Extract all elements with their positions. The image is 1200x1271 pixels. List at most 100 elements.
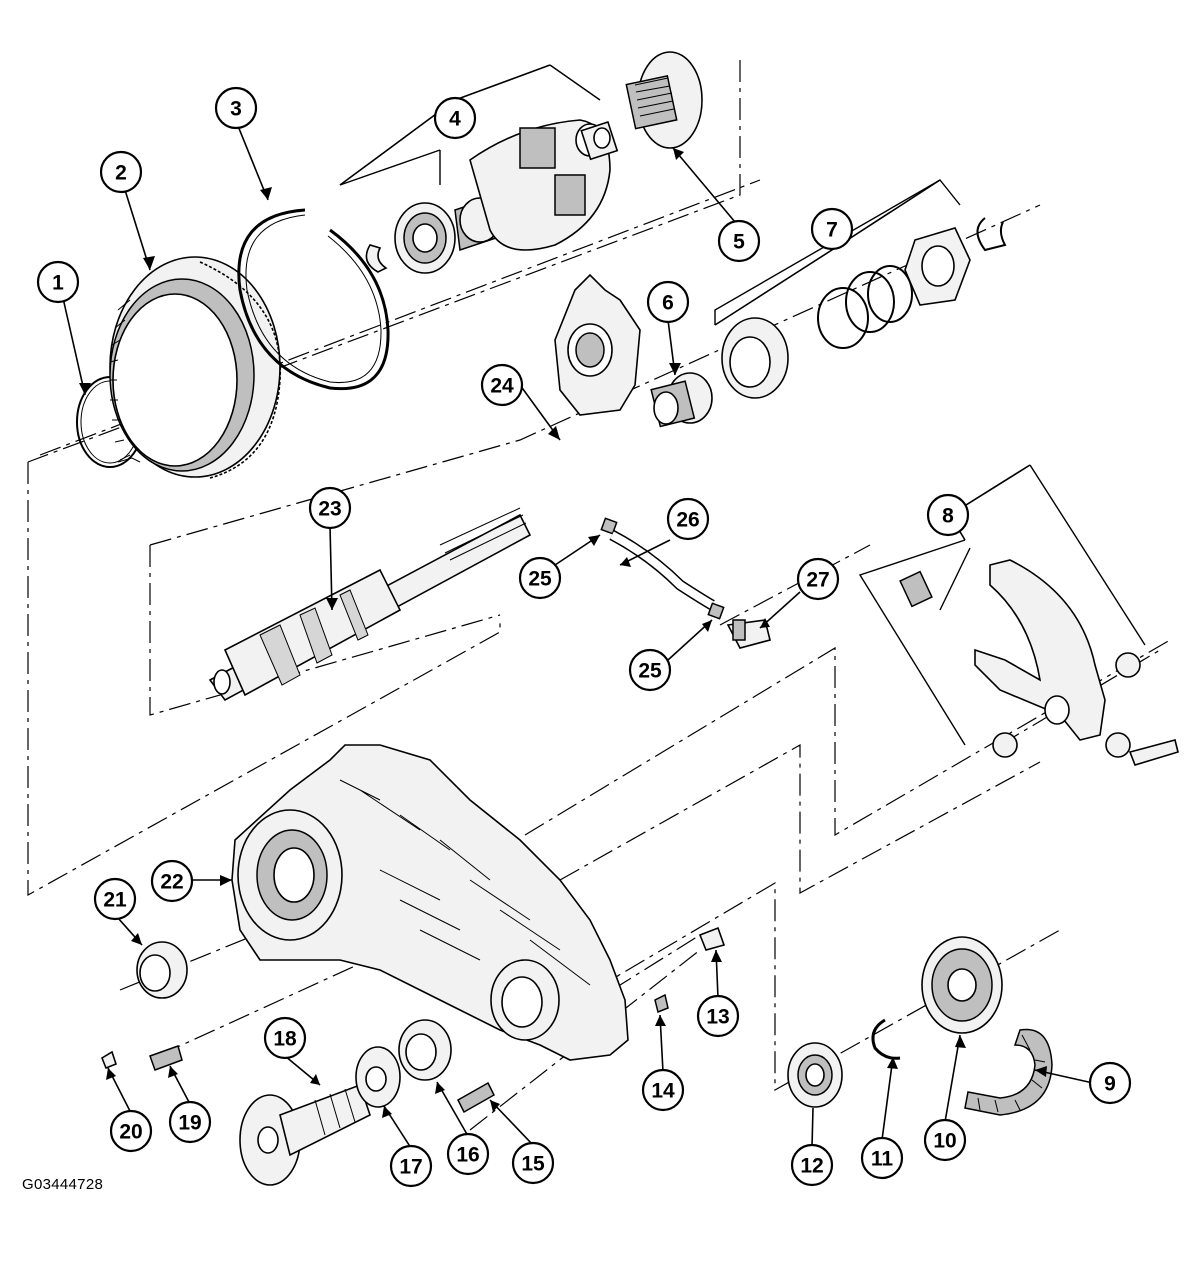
callout-circle: [214, 86, 258, 130]
callout-circle: [511, 1141, 555, 1185]
callout-15: 15: [511, 1141, 555, 1185]
callout-circle: [926, 493, 970, 537]
callout-number: 20: [119, 1121, 142, 1144]
callout-8: 8: [926, 493, 970, 537]
callout-number: 19: [178, 1112, 201, 1135]
callout-21: 21: [93, 877, 137, 921]
part-17-washer: [355, 1046, 401, 1108]
part-11-snap-ring: [871, 1018, 901, 1060]
callout-number: 12: [800, 1155, 823, 1178]
callout-circle: [518, 556, 562, 600]
part-10-drive-sprocket: [921, 936, 1003, 1034]
callout-1: 1: [36, 260, 80, 304]
callout-circle: [717, 219, 761, 263]
callout-4: 4: [433, 96, 477, 140]
part-12-bearing: [787, 1042, 843, 1108]
callout-18: 18: [263, 1016, 307, 1060]
callout-27: 27: [796, 557, 840, 601]
part-24-pump-housing: [554, 273, 641, 416]
callout-circle: [109, 1109, 153, 1153]
callout-circle: [790, 1143, 834, 1187]
callout-3: 3: [214, 86, 258, 130]
figure-id-label: G03444728: [22, 1176, 104, 1193]
callout-number: 5: [733, 231, 745, 254]
part-7-clutch-assembly: [721, 217, 1007, 399]
callout-11: 11: [860, 1136, 904, 1180]
callout-24: 24: [480, 363, 524, 407]
callout-circle: [796, 557, 840, 601]
callout-2: 2: [99, 150, 143, 194]
callout-number: 15: [521, 1153, 545, 1176]
part-3-large-snap-ring: [237, 208, 390, 391]
callout-number: 25: [528, 568, 552, 591]
callout-16: 16: [446, 1132, 490, 1176]
callout-number: 16: [456, 1144, 479, 1167]
part-22-transfer-case-housing: [231, 744, 629, 1061]
callout-number: 26: [676, 509, 699, 532]
callout-circle: [168, 1100, 212, 1144]
callout-number: 25: [638, 660, 662, 683]
part-2-ring-gear: [109, 256, 282, 479]
callout-number: 27: [806, 569, 829, 592]
callout-14: 14: [641, 1068, 685, 1112]
part-18-output-flange: [239, 1083, 371, 1186]
callout-20: 20: [109, 1109, 153, 1153]
callout-19: 19: [168, 1100, 212, 1144]
callout-circle: [308, 486, 352, 530]
callout-7: 7: [810, 207, 854, 251]
part-6-drive-gear: [650, 372, 713, 428]
part-21-oil-seal: [136, 941, 188, 999]
callout-13: 13: [696, 994, 740, 1038]
callout-circle: [150, 859, 194, 903]
callout-circle: [628, 648, 672, 692]
callout-number: 9: [1104, 1073, 1116, 1096]
callout-circle: [263, 1016, 307, 1060]
callout-number: 3: [230, 98, 242, 121]
callout-circle: [1088, 1061, 1132, 1105]
callout-circle: [433, 96, 477, 140]
callout-circle: [480, 363, 524, 407]
part-16-output-seal: [398, 1019, 452, 1081]
callout-5: 5: [717, 219, 761, 263]
callout-circle: [646, 280, 690, 324]
callout-10: 10: [923, 1118, 967, 1162]
callout-number: 17: [399, 1156, 422, 1179]
part-23-mainshaft: [208, 507, 532, 702]
callout-number: 6: [662, 292, 674, 315]
callout-number: 14: [651, 1080, 675, 1103]
parts-19-20-plugs: [101, 1045, 183, 1071]
part-5-needle-bearing: [625, 51, 703, 149]
arrow-heads: [79, 148, 1047, 1118]
callout-number: 23: [318, 498, 341, 521]
callout-number: 7: [826, 219, 838, 242]
part-9-drive-chain: [964, 1028, 1053, 1116]
callout-23: 23: [308, 486, 352, 530]
callout-25b: 25: [628, 648, 672, 692]
parts-25-26-27-oil-tube: [600, 517, 771, 649]
callout-number: 24: [490, 375, 514, 398]
group-brackets: [339, 64, 1146, 746]
callout-number: 18: [273, 1028, 297, 1051]
callout-26: 26: [666, 497, 710, 541]
part-4-planetary-carrier-assembly: [365, 119, 619, 274]
part-8-shift-fork: [899, 559, 1179, 766]
callout-number: 11: [871, 1148, 894, 1171]
callout-circle: [93, 877, 137, 921]
callout-12: 12: [790, 1143, 834, 1187]
callout-circle: [860, 1136, 904, 1180]
callout-number: 22: [160, 871, 183, 894]
parts-13-14-small-parts: [654, 926, 726, 1014]
callout-number: 1: [52, 272, 64, 295]
callout-circle: [446, 1132, 490, 1176]
callout-number: 21: [103, 889, 127, 912]
callout-25a: 25: [518, 556, 562, 600]
callout-circle: [810, 207, 854, 251]
callout-number: 8: [942, 505, 954, 528]
callout-circle: [641, 1068, 685, 1112]
callout-number: 10: [933, 1130, 956, 1153]
callout-circle: [923, 1118, 967, 1162]
callout-number: 2: [115, 162, 127, 185]
callout-circle: [389, 1144, 433, 1188]
